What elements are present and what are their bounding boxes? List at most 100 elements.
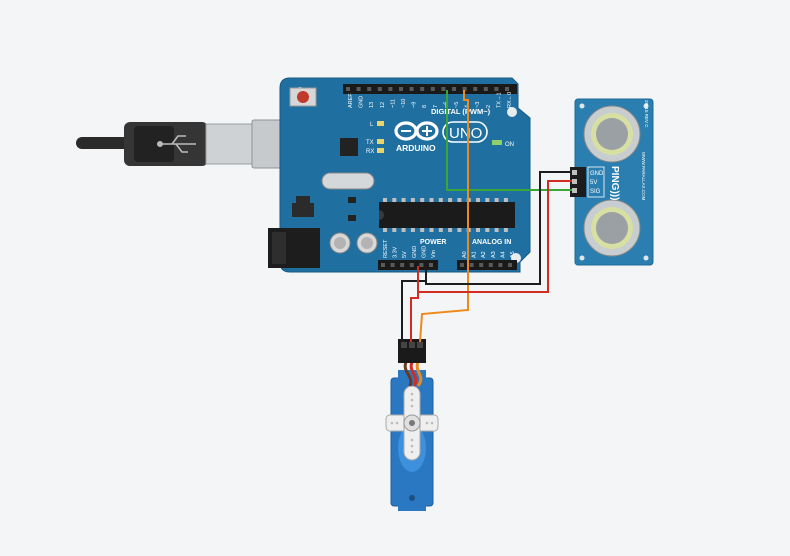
header-hole[interactable] [498,263,503,267]
pin-label: ~3 [475,102,481,108]
analog-header-label: ANALOG IN [472,239,511,246]
header-hole[interactable] [469,263,474,267]
header-hole[interactable] [400,263,405,267]
pin-label: A5 [510,251,516,258]
header-hole[interactable] [356,87,361,91]
pin-label: GND [359,96,365,108]
usb-icon [157,135,196,153]
servo-mount-tab [398,370,426,380]
header-hole[interactable] [420,87,425,91]
header-hole[interactable] [430,87,435,91]
header-hole[interactable] [390,263,395,267]
header-hole[interactable] [505,87,509,91]
pin-label: ~9 [412,102,418,108]
pin-label: RESET [383,239,389,258]
digital-header-label: DIGITAL (PWM~) [431,107,491,116]
header-hole[interactable] [460,263,464,267]
pin-label: 8 [422,105,428,108]
header-hole[interactable] [409,87,414,91]
header-hole[interactable] [488,263,493,267]
chip-pin [392,198,397,202]
pin-label: ~5 [454,102,460,108]
header-hole[interactable] [462,87,467,91]
header-hole[interactable] [409,263,414,267]
dc-power-jack[interactable] [268,228,320,268]
analog-header [457,260,517,270]
atmega-chip [379,198,515,232]
uno-badge: UNO [442,121,488,143]
power-header-label: POWER [420,239,446,246]
header-hole[interactable] [508,263,512,267]
header-hole[interactable] [388,87,393,91]
mounting-hole [507,107,517,117]
arduino-logo-icon [394,121,439,141]
pin-label: A1 [472,251,478,258]
servo-connector [398,339,426,363]
header-hole[interactable] [399,87,403,91]
ping-pin-block [570,167,586,197]
header-hole[interactable] [494,87,499,91]
header-hole[interactable] [367,87,372,91]
wire-black-servo[interactable] [401,266,427,342]
on-label: ON [505,142,514,148]
ping-name: PING))) [609,166,620,200]
servo-horn[interactable] [385,385,439,461]
led-tx-label: TX [366,140,374,146]
ultrasonic-transducer-bottom [583,199,641,257]
pin-label: 13 [369,102,375,108]
model-label: UNO [449,125,482,142]
wire-red-servo[interactable] [410,266,419,342]
led-rx-label: RX [366,149,374,155]
header-hole[interactable] [479,263,484,267]
usb-chip [340,138,358,156]
header-hole[interactable] [419,263,424,267]
header-hole[interactable] [429,263,433,267]
servo-motor[interactable] [385,339,439,511]
wire-orange[interactable] [419,90,469,343]
ultrasonic-transducer-top [583,105,641,163]
header-hole[interactable] [346,87,350,91]
capacitors [329,232,378,254]
header-hole[interactable] [381,263,385,267]
usb-plug-grip [134,126,174,162]
pin-label: GND [412,246,418,258]
chip-pin [420,198,425,202]
pin-label: A4 [500,251,506,258]
chip-pin [438,198,443,202]
header-hole[interactable] [473,87,478,91]
ping-sensor[interactable]: GND 5V SIG PING))) WWW.PARALLAX.COM 2801… [570,98,654,266]
pin-label: AREF [348,93,354,108]
chip-pin [438,228,443,232]
chip-pin [457,198,462,202]
reset-button[interactable] [289,87,317,107]
pin-label: GND [421,246,427,258]
header-hole[interactable] [441,87,446,91]
wire-green[interactable] [446,90,572,191]
header-hole[interactable] [452,87,456,91]
chip-pin [410,198,415,202]
power-header [378,260,438,270]
chip-pin [401,228,406,232]
pin-label: ~11 [390,99,396,108]
header-hole[interactable] [377,87,382,91]
pin-label: ~10 [401,99,407,108]
chip-pin [494,198,499,202]
chip-pin [420,228,425,232]
chip-pin [494,228,499,232]
pin-label: RX←0 [507,92,513,108]
pin-label: A0 [462,251,468,258]
chip-pin [429,228,434,232]
digital-header [343,84,517,94]
chip-pin [485,228,490,232]
header-hole[interactable] [483,87,488,91]
usb-connector-metal [205,123,253,165]
ping-pin-sig: SIG [590,189,601,195]
led-rx [377,148,384,153]
ping-rev: 28015 REV C [644,100,649,128]
servo-cable [403,361,423,387]
wires [401,90,572,343]
usb-cable[interactable] [76,119,315,169]
pin-label: TX→1 [496,92,502,108]
